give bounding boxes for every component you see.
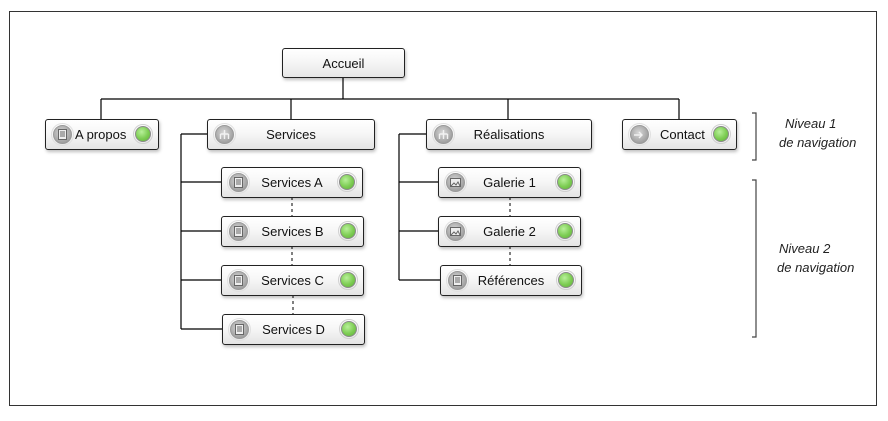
node-realisations[interactable]: Réalisations xyxy=(426,119,592,150)
status-dot xyxy=(338,270,358,290)
annotation-niveau-1: Niveau 1 de navigation xyxy=(779,114,856,152)
page-icon xyxy=(228,318,251,341)
node-label: Services C xyxy=(261,273,324,288)
node-label: Contact xyxy=(660,127,705,142)
page-icon xyxy=(446,269,469,292)
diagram-frame xyxy=(9,11,877,406)
node-galerie-1[interactable]: Galerie 1 xyxy=(438,167,581,198)
node-label: Accueil xyxy=(322,55,365,71)
annotation-line: de navigation xyxy=(779,135,857,150)
status-dot xyxy=(555,172,575,192)
node-label: A propos xyxy=(75,127,127,142)
node-references[interactable]: Références xyxy=(440,265,582,296)
node-label: Services D xyxy=(262,322,325,337)
node-label: Services xyxy=(266,127,316,142)
node-label: Galerie 1 xyxy=(483,175,536,190)
node-services[interactable]: Services xyxy=(207,119,375,150)
page-icon xyxy=(227,269,250,292)
status-dot xyxy=(133,124,153,144)
node-accueil[interactable]: Accueil xyxy=(282,48,405,78)
status-dot xyxy=(555,221,575,241)
status-dot xyxy=(338,221,358,241)
node-label: Services A xyxy=(261,175,323,190)
node-label: Services B xyxy=(261,224,324,239)
annotation-line: Niveau 1 xyxy=(785,116,837,131)
page-icon xyxy=(227,171,250,194)
node-label: Références xyxy=(477,273,545,288)
node-services-d[interactable]: Services D xyxy=(222,314,365,345)
annotation-line: Niveau 2 xyxy=(779,241,831,256)
status-dot xyxy=(337,172,357,192)
status-dot xyxy=(711,124,731,144)
node-services-b[interactable]: Services B xyxy=(221,216,364,247)
page-icon xyxy=(51,123,74,146)
status-dot xyxy=(556,270,576,290)
image-icon xyxy=(444,220,467,243)
node-services-a[interactable]: Services A xyxy=(221,167,363,198)
status-dot xyxy=(339,319,359,339)
image-icon xyxy=(444,171,467,194)
sitemap-icon xyxy=(213,123,236,146)
page-icon xyxy=(227,220,250,243)
node-label: Galerie 2 xyxy=(483,224,536,239)
node-services-c[interactable]: Services C xyxy=(221,265,364,296)
annotation-line: de navigation xyxy=(777,260,855,275)
node-galerie-2[interactable]: Galerie 2 xyxy=(438,216,581,247)
sitemap-icon xyxy=(432,123,455,146)
annotation-niveau-2: Niveau 2 de navigation xyxy=(777,239,854,277)
node-a-propos[interactable]: A propos xyxy=(45,119,159,150)
node-contact[interactable]: Contact xyxy=(622,119,737,150)
arrow-right-icon xyxy=(628,123,651,146)
node-label: Réalisations xyxy=(473,127,545,142)
